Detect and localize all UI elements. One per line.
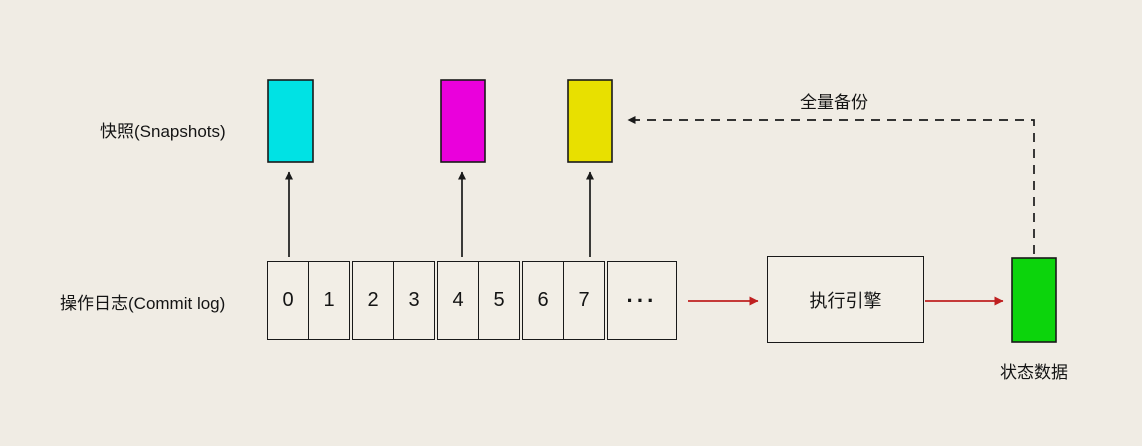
dashed-full-backup-line [627,116,1035,254]
full-backup-label: 全量备份 [800,93,868,112]
snapshots-label: 快照(Snapshots) [100,122,226,141]
commit-cell-6: 6 [523,262,564,339]
commit-cell-group-2-3: 2 3 [352,261,435,340]
snapshot-block-yellow [567,79,613,163]
commit-log-row: 0 1 2 3 4 5 6 7 ··· [267,261,677,340]
commit-cell-1: 1 [323,289,335,311]
commit-cell-3: 3 [408,289,420,311]
commit-cell-ellipsis: ··· [607,261,677,340]
state-data-label: 状态数据 [1000,363,1068,382]
commit-cell-group-0-1: 0 1 [267,261,350,340]
commit-cell-7: 7 [578,289,590,311]
execution-engine-box: 执行引擎 [767,256,924,343]
commit-cell-4: 4 [438,262,479,339]
commit-log-label: 操作日志(Commit log) [60,294,226,313]
commit-cell-5: 5 [493,289,505,311]
commit-cell-0: 0 [268,262,309,339]
snapshot-block-magenta [440,79,486,163]
commit-cell-group-4-5: 4 5 [437,261,520,340]
execution-engine-label: 执行引擎 [809,290,882,311]
commit-cell-group-6-7: 6 7 [522,261,605,340]
state-data-block [1011,257,1057,343]
snapshot-block-cyan [267,79,314,163]
commit-cell-2: 2 [353,262,394,339]
